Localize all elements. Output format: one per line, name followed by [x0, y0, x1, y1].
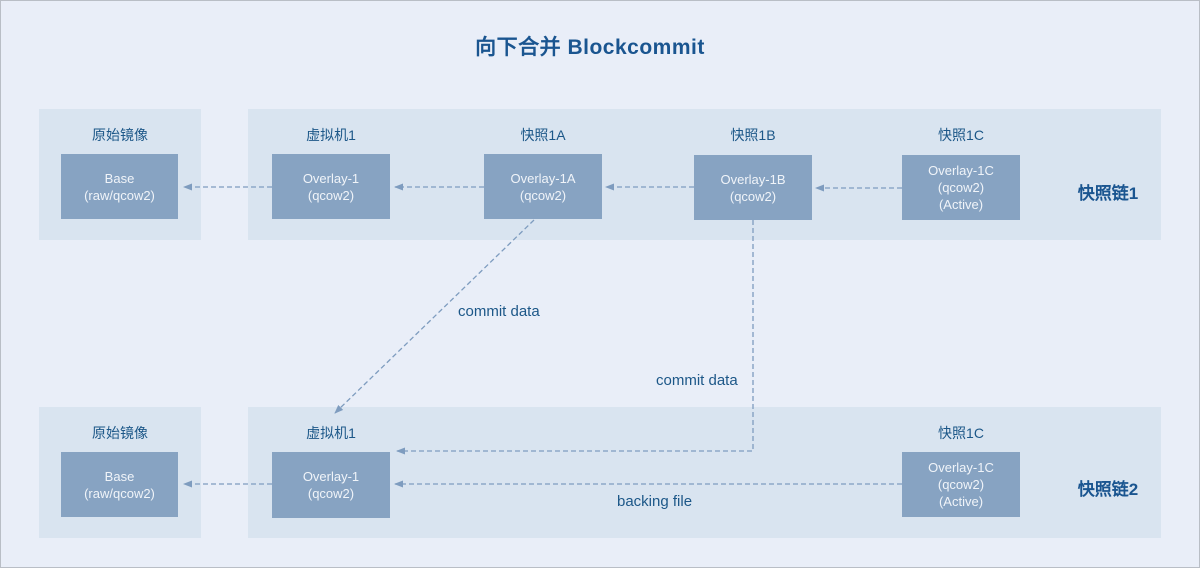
- box-line: (qcow2): [307, 187, 355, 203]
- box-overlay1c-chain1: Overlay-1C (qcow2) (Active): [902, 155, 1020, 220]
- box-line: (raw/qcow2): [84, 485, 155, 501]
- box-line: (qcow2): [307, 486, 355, 501]
- chain2-label: 快照链2: [1077, 480, 1139, 499]
- annotation-commit-data-2: commit data: [656, 372, 738, 389]
- box-line: (Active): [938, 494, 984, 509]
- label-snapshot1b: 快照1B: [730, 127, 776, 143]
- box-line: (qcow2): [937, 477, 985, 492]
- label-snapshot1c-chain1: 快照1C: [938, 127, 984, 143]
- annotation-commit-data-1: commit data: [458, 303, 540, 320]
- box-line: Overlay-1B: [720, 171, 786, 187]
- box-line: (qcow2): [729, 188, 777, 204]
- label-vm1-chain2: 虚拟机1: [306, 425, 356, 441]
- box-line: (qcow2): [519, 187, 567, 203]
- box-line: Base: [104, 170, 135, 186]
- box-line: Base: [104, 468, 135, 484]
- box-line: Overlay-1C: [928, 460, 994, 475]
- box-line: (Active): [938, 197, 984, 212]
- box-line: Overlay-1: [302, 469, 360, 484]
- arrow-commit-overlay1a-to-vm1: [334, 219, 535, 414]
- box-line: (qcow2): [937, 180, 985, 195]
- box-line: Overlay-1C: [928, 163, 994, 178]
- box-base-chain2: Base (raw/qcow2): [61, 452, 178, 517]
- box-line: Overlay-1A: [510, 170, 576, 186]
- box-line: Overlay-1: [302, 170, 360, 186]
- box-overlay1c-chain2: Overlay-1C (qcow2) (Active): [902, 452, 1020, 517]
- label-source-image-1: 原始镜像: [92, 127, 148, 143]
- box-line: (raw/qcow2): [84, 187, 155, 203]
- box-overlay1-chain2: Overlay-1 (qcow2): [272, 452, 390, 518]
- label-vm1-chain1: 虚拟机1: [306, 127, 356, 143]
- annotation-backing-file: backing file: [617, 493, 693, 510]
- box-overlay1a: Overlay-1A (qcow2): [484, 154, 602, 219]
- box-overlay1-chain1: Overlay-1 (qcow2): [272, 154, 390, 219]
- label-snapshot1c-chain2: 快照1C: [938, 425, 984, 441]
- chain1-label: 快照链1: [1077, 184, 1139, 203]
- label-snapshot1a: 快照1A: [520, 127, 566, 143]
- box-overlay1b: Overlay-1B (qcow2): [694, 155, 812, 220]
- label-source-image-2: 原始镜像: [92, 425, 148, 441]
- diagram-title: 向下合并 Blockcommit: [475, 36, 705, 59]
- box-base-chain1: Base (raw/qcow2): [61, 154, 178, 219]
- arrow-commit-overlay1b-to-overlay1: [396, 220, 754, 455]
